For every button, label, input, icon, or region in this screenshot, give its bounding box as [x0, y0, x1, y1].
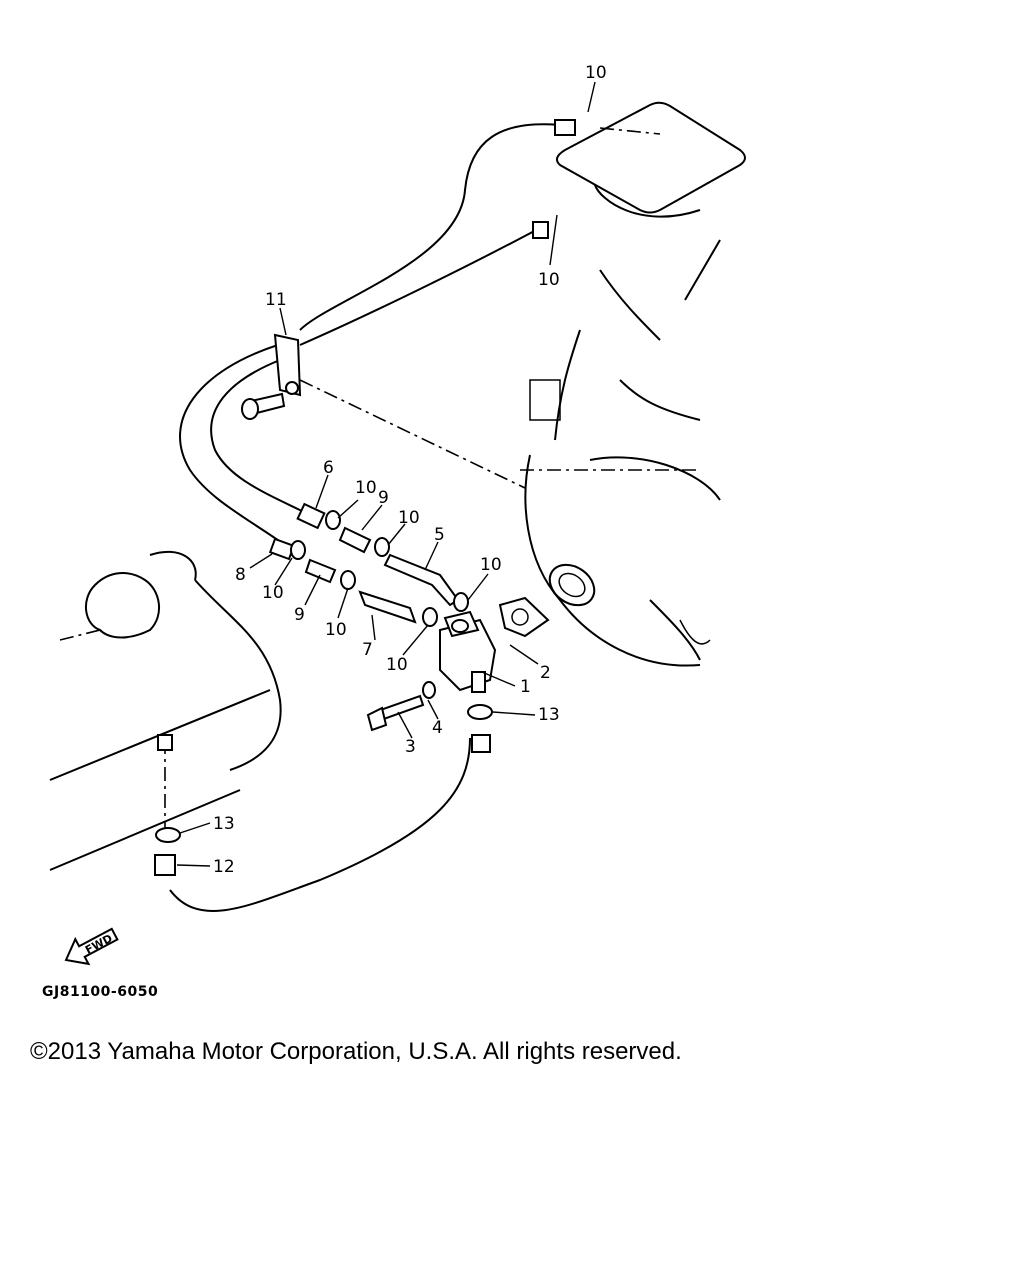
- callout-10-top: 10: [585, 63, 607, 83]
- callout-5: 5: [434, 525, 445, 545]
- callout-1: 1: [520, 677, 531, 697]
- callout-10-pump: 10: [386, 655, 408, 675]
- callout-13-right: 13: [538, 705, 560, 725]
- upper-hoses: [299, 119, 576, 489]
- callout-10-left: 10: [262, 583, 284, 603]
- callout-10-mid-b: 10: [398, 508, 420, 528]
- callout-6: 6: [323, 458, 334, 478]
- cover-plate: [555, 101, 746, 218]
- callout-8: 8: [235, 565, 246, 585]
- forward-arrow-icon: FWD: [64, 927, 119, 966]
- callout-9-upper: 9: [378, 488, 389, 508]
- callout-10-mid-a: 10: [355, 478, 377, 498]
- leader-lines: [176, 81, 596, 867]
- callout-13-left: 13: [213, 814, 235, 834]
- callout-7: 7: [362, 640, 373, 660]
- callout-4: 4: [432, 718, 443, 738]
- small-hoses-and-valves: [268, 502, 469, 627]
- parts-diagram: 10 10 11 6 10 9 10 5 10 8 10 9 10 7 10 2…: [49, 63, 746, 966]
- oil-tank: [49, 550, 282, 871]
- copyright-notice: ©2013 Yamaha Motor Corporation, U.S.A. A…: [30, 1038, 682, 1065]
- loop-hoses: [179, 333, 311, 546]
- callout-2: 2: [540, 663, 551, 683]
- callout-12: 12: [213, 857, 235, 877]
- callout-3: 3: [405, 737, 416, 757]
- oil-pump-assembly: [154, 596, 550, 912]
- callout-10-right: 10: [480, 555, 502, 575]
- callout-10-lower: 10: [325, 620, 347, 640]
- engine-block: [520, 239, 721, 667]
- callout-labels: 10 10 11 6 10 9 10 5 10 8 10 9 10 7 10 2…: [213, 63, 607, 877]
- callout-9-lower: 9: [294, 605, 305, 625]
- diagram-code: GJ81100-6050: [42, 984, 159, 1000]
- callout-10-upper: 10: [538, 270, 560, 290]
- callout-11: 11: [265, 290, 287, 310]
